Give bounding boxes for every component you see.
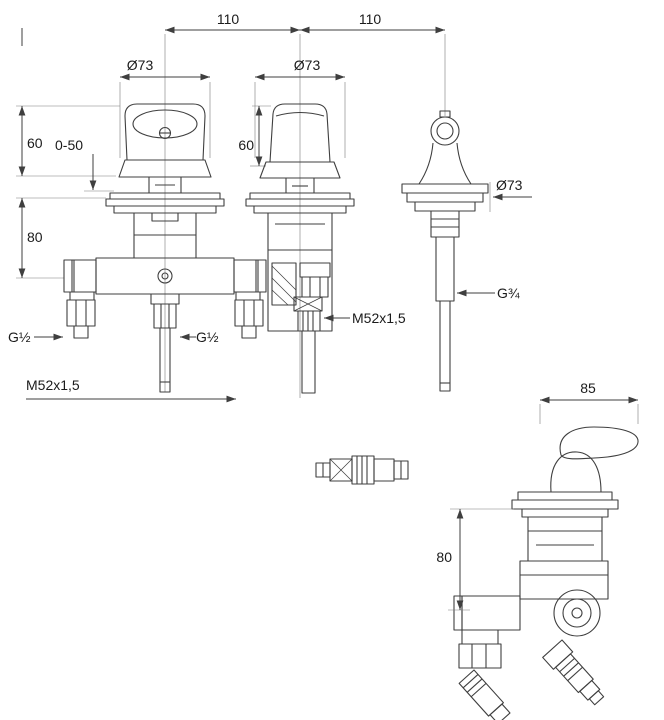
dim-label-110-left: 110: [217, 11, 240, 27]
dim-label-0-50: 0-50: [55, 137, 83, 153]
dim-label-60-valve2: 60: [238, 137, 254, 153]
thread-label-m52-valve1: M52x1,5: [26, 377, 80, 393]
dim-label-110-right: 110: [359, 11, 382, 27]
cartridge-part: [315, 455, 409, 485]
valve2-front-view: Ø73 60 M52x1,5: [238, 57, 406, 394]
thread-label-g12-left: G½: [8, 329, 31, 345]
valve1-thread-annotations: G½ G½ M52x1,5: [8, 329, 236, 403]
left-dimension-chain: 60 0-50 80: [16, 28, 120, 279]
dim-label-80-front: 80: [27, 229, 43, 245]
dim-label-dia73-valve2: Ø73: [294, 57, 321, 73]
dim-label-80-side: 80: [436, 549, 452, 565]
thread-label-g12-center: G½: [196, 329, 219, 345]
side-profile-view: Ø73 G¾: [401, 110, 532, 392]
thread-label-m52-valve2: M52x1,5: [352, 310, 406, 326]
dim-label-dia73-valve1: Ø73: [127, 57, 154, 73]
thread-label-g34: G¾: [497, 285, 520, 301]
dim-label-85: 85: [580, 380, 596, 396]
valve1-front-view: Ø73: [63, 57, 267, 393]
lever-side-view: 85: [436, 380, 639, 720]
dim-label-dia73-side: Ø73: [496, 177, 523, 193]
dim-label-60-valve1: 60: [27, 135, 43, 151]
